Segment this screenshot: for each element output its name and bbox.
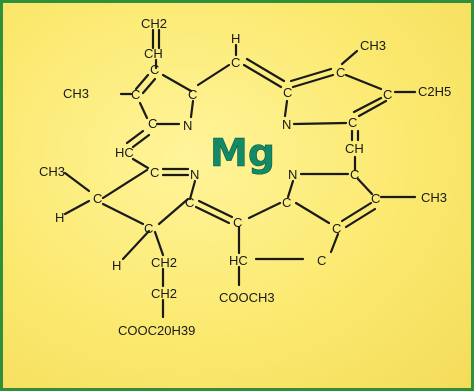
bond xyxy=(131,157,150,170)
atom-vinyl-ch: CH xyxy=(144,46,163,61)
bond xyxy=(340,49,359,66)
atom-cooc20h39: COOC20H39 xyxy=(118,323,195,338)
bond xyxy=(188,179,197,201)
atom-c: C xyxy=(188,87,197,102)
atom-h-top: H xyxy=(231,31,240,46)
bond xyxy=(356,177,374,196)
atom-hc-left: HC xyxy=(115,145,134,160)
atom-ch2-chain: CH2 xyxy=(151,286,177,301)
bond xyxy=(157,197,190,226)
bond xyxy=(194,205,231,225)
bond xyxy=(101,202,145,226)
atom-c: C xyxy=(233,215,242,230)
atom-c: C xyxy=(348,115,357,130)
atom-c: C xyxy=(332,221,341,236)
bond xyxy=(286,179,295,199)
bond xyxy=(292,121,348,126)
atom-c: C xyxy=(148,116,157,131)
bond xyxy=(357,99,388,118)
atom-h-bottom-left: H xyxy=(112,258,121,273)
atom-vinyl-ch2: CH2 xyxy=(141,16,167,31)
atom-c: C xyxy=(336,65,345,80)
atom-c: C xyxy=(231,55,240,70)
bond xyxy=(63,171,91,193)
atom-h-far-left: H xyxy=(55,210,64,225)
bond xyxy=(125,129,145,145)
bond xyxy=(242,63,283,89)
atom-c: C xyxy=(131,87,140,102)
atom-n: N xyxy=(282,117,291,132)
atom-c: C xyxy=(144,221,153,236)
atom-c: C xyxy=(282,195,291,210)
magnesium-atom: Mg xyxy=(210,131,275,175)
bond xyxy=(121,229,151,261)
bond-lines xyxy=(63,28,417,319)
atom-c: C xyxy=(350,167,359,182)
bond xyxy=(63,199,91,216)
bond xyxy=(101,168,149,200)
atom-ch-right: CH xyxy=(345,141,364,156)
bond xyxy=(189,99,195,119)
bond xyxy=(138,101,149,120)
chlorophyll-structure-diagram: CH2 CH H CH3 CH3 C2H5 C C C C C C C C C … xyxy=(39,16,451,338)
bond xyxy=(291,73,335,89)
atom-c-bottom: C xyxy=(317,253,326,268)
bond xyxy=(196,63,231,87)
atom-ch3-top-right: CH3 xyxy=(360,38,386,53)
atom-c: C xyxy=(185,195,194,210)
atom-c2h5: C2H5 xyxy=(418,84,451,99)
atom-c: C xyxy=(150,62,159,77)
atom-cooch3: COOCH3 xyxy=(219,290,275,305)
atom-c: C xyxy=(283,85,292,100)
atom-hc-bottom: HC xyxy=(229,253,248,268)
bond xyxy=(134,73,150,91)
bond xyxy=(197,199,234,219)
bond xyxy=(131,133,151,149)
bond xyxy=(247,201,282,220)
atom-ch3-left: CH3 xyxy=(63,86,89,101)
atom-ch3-right: CH3 xyxy=(421,190,447,205)
atom-c: C xyxy=(371,191,380,206)
bond xyxy=(161,73,193,93)
atom-c: C xyxy=(383,87,392,102)
atom-n: N xyxy=(288,167,297,182)
bond xyxy=(283,99,289,118)
bond xyxy=(153,230,165,257)
bond xyxy=(344,207,377,229)
atom-labels: CH2 CH H CH3 CH3 C2H5 C C C C C C C C C … xyxy=(39,16,451,338)
bond xyxy=(289,67,333,83)
atom-ch2-chain: CH2 xyxy=(151,255,177,270)
bond xyxy=(352,96,383,114)
bond xyxy=(329,232,340,254)
bond xyxy=(344,73,383,91)
bond xyxy=(245,57,286,83)
bond xyxy=(294,201,331,225)
atom-c: C xyxy=(150,165,159,180)
atom-n: N xyxy=(190,167,199,182)
bond xyxy=(141,77,157,95)
bond xyxy=(340,201,373,223)
atom-n: N xyxy=(183,118,192,133)
atom-ch3-far-left: CH3 xyxy=(39,164,65,179)
atom-c-far-left: C xyxy=(93,191,102,206)
